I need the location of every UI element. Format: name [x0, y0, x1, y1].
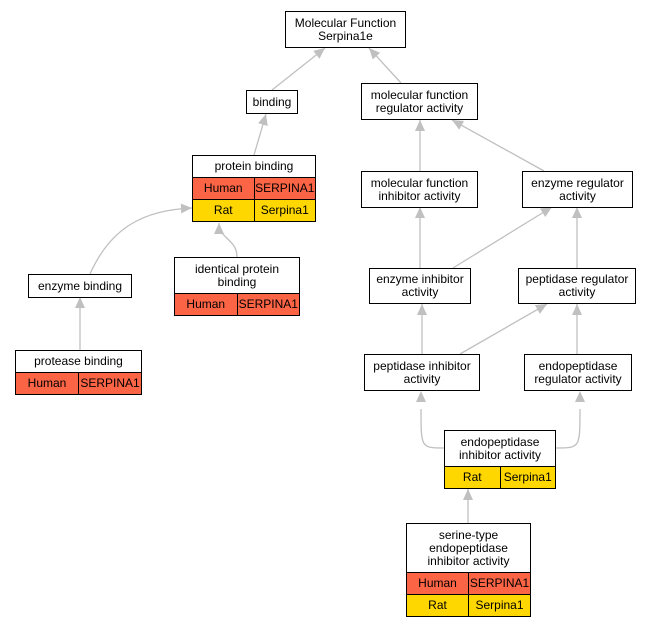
node-label: peptidase regulator activity — [525, 272, 629, 299]
gene-cell: Serpina1 — [499, 467, 555, 488]
species-cell: Human — [16, 373, 78, 394]
arrowhead — [75, 297, 85, 308]
edge-steia-to-epia — [463, 489, 473, 523]
arrowhead — [452, 120, 465, 130]
species-cell: Human — [175, 294, 237, 315]
arrowhead — [180, 203, 192, 214]
node-enzyme-binding[interactable]: enzyme binding — [28, 274, 132, 298]
gene-cell: Serpina1 — [253, 200, 315, 221]
edge-pia-to-pra — [459, 303, 548, 355]
edge-binding-to-root — [271, 47, 326, 91]
gene-cell: SERPINA1 — [78, 373, 141, 394]
node-label: binding — [252, 94, 292, 109]
arrowhead — [369, 48, 381, 60]
arrowhead — [415, 207, 425, 218]
gene-cell: SERPINA1 — [468, 573, 530, 594]
gene-cell: SERPINA1 — [253, 178, 315, 199]
species-cell: Human — [193, 178, 254, 199]
arrowhead — [572, 304, 582, 315]
node-serine-type-endopeptidase-inhibitor-activity[interactable]: serine-type endopeptidase inhibitor acti… — [406, 523, 531, 617]
edge-pra-to-era — [572, 207, 582, 268]
node-endopeptidase-regulator-activity[interactable]: endopeptidase regulator activity — [524, 354, 632, 391]
edge-eia-to-mfia — [415, 207, 425, 268]
arrowhead — [214, 223, 224, 234]
edge-era-to-mfra — [451, 119, 545, 172]
edge-pb-to-binding — [253, 113, 268, 156]
arrowhead — [572, 207, 582, 218]
species-cell: Rat — [407, 595, 468, 616]
edge-mfia-to-mfra — [415, 120, 425, 171]
node-label: molecular function regulator activity — [370, 87, 469, 115]
node-molecular-function-serpina1e[interactable]: Molecular Function Serpina1e — [285, 11, 406, 48]
node-label: enzyme inhibitor activity — [376, 272, 464, 299]
arrowhead — [258, 114, 268, 126]
edge-eia-to-era — [452, 206, 553, 269]
node-label: protein binding — [214, 159, 294, 173]
node-enzyme-inhibitor-activity[interactable]: enzyme inhibitor activity — [369, 268, 471, 304]
species-cell: Rat — [193, 200, 254, 221]
node-label: serine-type endopeptidase inhibitor acti… — [427, 527, 510, 568]
node-peptidase-regulator-activity[interactable]: peptidase regulator activity — [518, 268, 636, 304]
edge-protb-to-eb — [75, 297, 85, 350]
node-label: identical protein binding — [194, 261, 280, 289]
node-enzyme-regulator-activity[interactable]: enzyme regulator activity — [522, 171, 633, 208]
arrowhead — [463, 489, 473, 500]
node-label: protease binding — [34, 354, 123, 368]
node-label: Molecular Function Serpina1e — [294, 15, 397, 43]
node-molecular-function-inhibitor-activity[interactable]: molecular function inhibitor activity — [361, 171, 478, 208]
species-cell: Rat — [445, 467, 500, 488]
edge-eb-to-pb — [89, 203, 193, 275]
edge-epra-to-pra — [572, 304, 582, 354]
arrowhead — [540, 207, 552, 218]
arrowhead — [575, 391, 585, 402]
arrowhead — [416, 391, 426, 402]
node-peptidase-inhibitor-activity[interactable]: peptidase inhibitor activity — [364, 354, 480, 391]
arrowhead — [415, 120, 425, 131]
node-label: endopeptidase inhibitor activity — [458, 434, 542, 462]
node-binding[interactable]: binding — [246, 90, 298, 114]
arrowhead — [417, 304, 427, 315]
edge-epia-to-pia — [416, 391, 445, 449]
node-label: endopeptidase regulator activity — [534, 358, 622, 386]
edge-epia-to-epra — [555, 391, 585, 449]
arrowhead — [313, 48, 325, 59]
node-label: molecular function inhibitor activity — [370, 175, 469, 203]
edge-mfra-to-root — [368, 47, 402, 84]
node-label: enzyme binding — [37, 278, 123, 293]
node-molecular-function-regulator-activity[interactable]: molecular function regulator activity — [361, 83, 478, 120]
gene-cell: Serpina1 — [468, 595, 530, 616]
node-label: peptidase inhibitor activity — [373, 358, 471, 386]
species-cell: Human — [407, 573, 468, 594]
arrowhead — [534, 304, 547, 314]
gene-cell: SERPINA1 — [236, 294, 299, 315]
node-label: enzyme regulator activity — [531, 175, 624, 203]
edge-pia-to-eia — [417, 304, 427, 354]
edge-ipb-to-pb — [214, 222, 238, 258]
